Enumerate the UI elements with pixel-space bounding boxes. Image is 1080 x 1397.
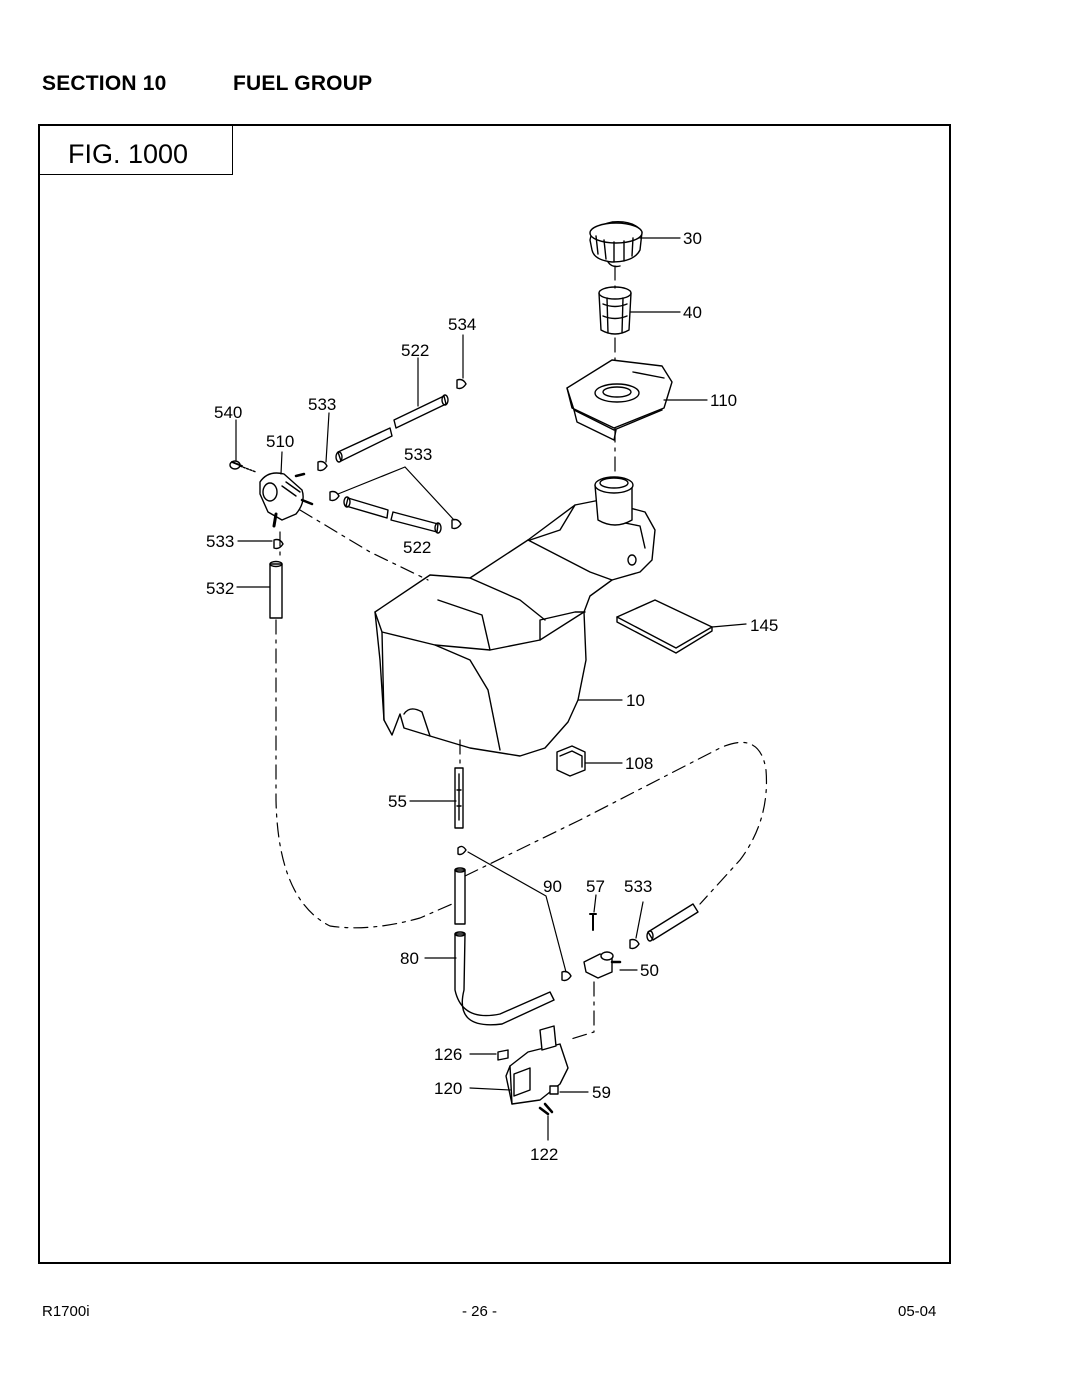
section-name: FUEL GROUP [233,72,373,95]
fuel-strainer-part [598,286,632,335]
fuel-tank-part [374,476,656,757]
callout-labels: 30 40 534 522 110 540 533 510 533 533 52… [206,229,778,1164]
bushing-part [556,745,586,777]
section-number: SECTION 10 [42,72,167,95]
footer-date: 05-04 [898,1303,937,1320]
figure-frame: FIG. 1000 [38,124,951,1264]
callout-50: 50 [640,961,659,980]
callout-59: 59 [592,1083,611,1102]
tank-pad-part [616,599,713,654]
fuel-pump-part [229,460,314,528]
callout-510: 510 [266,432,294,451]
callout-533-left: 533 [206,532,234,551]
short-hose-part [269,560,283,619]
callout-540: 540 [214,403,242,422]
callout-522-upper: 522 [401,341,429,360]
figure-label: FIG. 1000 [68,139,189,169]
fuel-hose-part [454,845,555,1026]
callout-57: 57 [586,877,605,896]
callout-145: 145 [750,616,778,635]
figure-label-box: FIG. 1000 [40,126,233,175]
tank-cover-plate-part [566,359,673,441]
callout-532: 532 [206,579,234,598]
return-hose-part [629,903,699,950]
callout-108: 108 [625,754,653,773]
fuel-cap-part [589,221,643,268]
fuel-cock-part [561,913,622,982]
callout-522-lower: 522 [403,538,431,557]
pickup-tube-part [454,767,464,829]
section-title: SECTION 10 FUEL GROUP [42,72,372,96]
callout-126: 126 [434,1045,462,1064]
callout-80: 80 [400,949,419,968]
hose-upper-part [335,394,449,463]
hose-clips [273,378,467,550]
assembly-dashed-lines [275,265,768,1041]
callout-55: 55 [388,792,407,811]
callout-10: 10 [626,691,645,710]
callout-40: 40 [683,303,702,322]
footer-model: R1700i [42,1303,90,1320]
mounting-bracket-part [497,1025,569,1116]
callout-534: 534 [448,315,476,334]
callout-120: 120 [434,1079,462,1098]
callout-533-right: 533 [624,877,652,896]
callout-122: 122 [530,1145,558,1164]
footer-page-number: - 26 - [462,1303,498,1320]
callout-533-pump: 533 [404,445,432,464]
leader-lines [235,237,747,1141]
callout-30: 30 [683,229,702,248]
callout-110: 110 [710,391,737,410]
callout-533-upper: 533 [308,395,336,414]
hose-lower-part [343,496,442,534]
callout-90: 90 [543,877,562,896]
